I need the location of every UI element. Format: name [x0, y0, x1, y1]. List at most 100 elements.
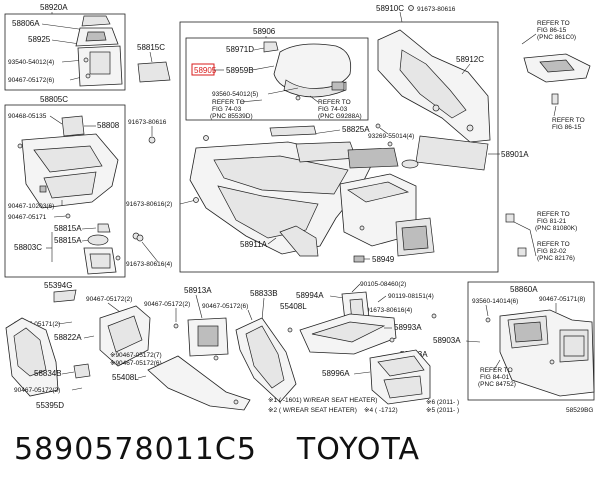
label-91673-80616-4a[interactable]: 91673-80616(4): [126, 261, 172, 268]
label-58994a[interactable]: 58994A: [296, 291, 324, 300]
label-90467-05172-6a[interactable]: 90467-05172(6): [8, 77, 54, 84]
group-box-58805c: [4, 104, 126, 278]
refer-6-line2[interactable]: FIG 82-02: [537, 248, 567, 255]
refer-5-line1[interactable]: REFER TO: [537, 211, 570, 218]
note-5: ※6 (2011- ): [426, 399, 459, 406]
refer-7-line3[interactable]: (PNC 84752): [478, 381, 516, 388]
label-58925[interactable]: 58925: [28, 35, 51, 44]
label-90467-05172-2a[interactable]: 90467-05172(2): [86, 296, 132, 303]
label-55395d[interactable]: 55395D: [36, 401, 64, 410]
label-90467-05172-7[interactable]: ※90467-05172(7): [110, 352, 162, 359]
label-58911a[interactable]: 58911A: [240, 240, 268, 249]
refer-4-line2[interactable]: FIG 86-15: [552, 124, 582, 131]
label-93560-54012-5[interactable]: 93560-54012(5): [212, 91, 258, 98]
part-cup-holder: [347, 147, 399, 169]
refer-5-line3[interactable]: (PNC 81080K): [535, 225, 577, 232]
label-90468-05135[interactable]: 90468-05135: [8, 113, 47, 120]
footer-caption: 5890578011C5 TOYOTA: [14, 432, 594, 482]
label-58993a-1[interactable]: 58993A: [394, 323, 422, 332]
label-58860a[interactable]: 58860A: [510, 285, 538, 294]
label-58905[interactable]: 58905: [194, 66, 217, 75]
group-box-58906: [179, 21, 499, 273]
label-58834b[interactable]: 58834B: [34, 369, 62, 378]
label-91673-80616b[interactable]: 91673-80616: [128, 119, 167, 126]
part-connector-82176: [517, 247, 527, 257]
label-55394g[interactable]: 55394G: [44, 281, 72, 290]
refer-2-line3[interactable]: (PNC G9288A): [318, 113, 362, 120]
label-91673-80616a[interactable]: 91673-80616: [417, 6, 456, 13]
label-58822a[interactable]: 58822A: [54, 333, 82, 342]
label-90467-05171-2[interactable]: 90467-05171(2): [14, 321, 60, 328]
refer-3-line3[interactable]: (PNC 861C0): [537, 34, 576, 41]
label-58815a-1[interactable]: 58815A: [54, 224, 82, 233]
label-90467-05172-2c[interactable]: 90467-05172(2): [144, 301, 190, 308]
label-93540-54012[interactable]: 93540-54012(4): [8, 59, 54, 66]
label-58949[interactable]: 58949: [372, 255, 395, 264]
label-58805c[interactable]: 58805C: [40, 95, 68, 104]
label-55408l-2[interactable]: 55408L: [112, 373, 139, 382]
part-58805c: [21, 133, 119, 209]
label-58959b[interactable]: 58959B: [226, 66, 254, 75]
label-93560-14014[interactable]: 93560-14014(6): [472, 298, 518, 305]
part-58825a: [269, 125, 317, 137]
label-90467-05171a[interactable]: 90467-05171: [8, 214, 47, 221]
label-58910c[interactable]: 58910C: [376, 4, 404, 13]
note-2: ※2 ( W/REAR SEAT HEATER): [268, 407, 357, 414]
label-91673-80616-4b[interactable]: 91673-80616(4): [366, 307, 412, 314]
refer-3-line1[interactable]: REFER TO: [537, 20, 570, 27]
refer-5-line2[interactable]: FIG 81-21: [537, 218, 567, 225]
refer-1-line2[interactable]: FIG 74-03: [212, 106, 242, 113]
refer-7-line1[interactable]: REFER TO: [480, 367, 513, 374]
footer-part-number: 5890578011C5: [14, 432, 257, 467]
label-58901a[interactable]: 58901A: [501, 150, 529, 159]
label-58803c[interactable]: 58803C: [14, 243, 42, 252]
label-58913a[interactable]: 58913A: [184, 286, 212, 295]
parts-diagram: 58920A 58806A 58925 93540-54012(4) 90467…: [4, 3, 595, 414]
refer-2-line2[interactable]: FIG 74-03: [318, 106, 348, 113]
label-90467-10203-6[interactable]: 90467-10203(6): [8, 203, 54, 210]
diagram-code: 58529BG: [566, 407, 593, 414]
refer-6-line3[interactable]: (PNC 82176): [537, 255, 575, 262]
part-58806a: [81, 15, 111, 27]
label-90105-08460[interactable]: 90105-08460(2): [360, 281, 406, 288]
footer-brand: TOYOTA: [296, 432, 421, 467]
label-90119-08151[interactable]: 90119-08151(4): [388, 293, 434, 300]
part-58901a: [415, 135, 489, 171]
label-90467-05171-8[interactable]: 90467-05171(8): [539, 296, 585, 303]
label-58806a[interactable]: 58806A: [12, 19, 40, 28]
label-58996a[interactable]: 58996A: [322, 369, 350, 378]
note-3: ※5 (2011- ): [426, 407, 459, 414]
label-91673-80616-2[interactable]: 91673-80616(2): [126, 201, 172, 208]
label-90467-05172-6c[interactable]: 90467-05172(6): [202, 303, 248, 310]
part-58815c: [137, 61, 171, 83]
group-box-58920a: [4, 13, 126, 91]
part-58949: [353, 255, 365, 263]
label-58906[interactable]: 58906: [253, 27, 276, 36]
label-90467-05172-6b[interactable]: ※90467-05172(6): [110, 360, 162, 367]
label-58815a-2[interactable]: 58815A: [54, 236, 82, 245]
note-4: ※4 ( -1712): [364, 407, 398, 414]
part-connector-81080k: [505, 213, 515, 223]
label-58833b[interactable]: 58833B: [250, 289, 278, 298]
label-93269-55014-4[interactable]: 93269-55014(4): [368, 133, 414, 140]
refer-7-line2[interactable]: FIG 84-01: [480, 374, 510, 381]
label-58903a[interactable]: 58903A: [433, 336, 461, 345]
refer-3-line2[interactable]: FIG 86-15: [537, 27, 567, 34]
refer-4-line1[interactable]: REFER TO: [552, 117, 585, 124]
refer-6-line1[interactable]: REFER TO: [537, 241, 570, 248]
label-55408l-1[interactable]: 55408L: [280, 302, 307, 311]
label-58971d[interactable]: 58971D: [226, 45, 254, 54]
label-58912c[interactable]: 58912C: [456, 55, 484, 64]
label-58808[interactable]: 58808: [97, 121, 120, 130]
label-58815c[interactable]: 58815C: [137, 43, 165, 52]
refer-2-line1[interactable]: REFER TO: [318, 99, 351, 106]
part-55408l: [147, 355, 251, 411]
label-90467-05172-2b[interactable]: 90467-05172(2): [14, 387, 60, 394]
label-58920a[interactable]: 58920A: [40, 3, 68, 12]
group-box-armrest: [185, 37, 369, 121]
refer-1-line1[interactable]: REFER TO: [212, 99, 245, 106]
highlight-58905: [191, 63, 215, 76]
part-55394g: [53, 289, 77, 303]
label-58825a[interactable]: 58825A: [342, 125, 370, 134]
refer-1-line3[interactable]: (PNC 85539D): [210, 113, 253, 120]
